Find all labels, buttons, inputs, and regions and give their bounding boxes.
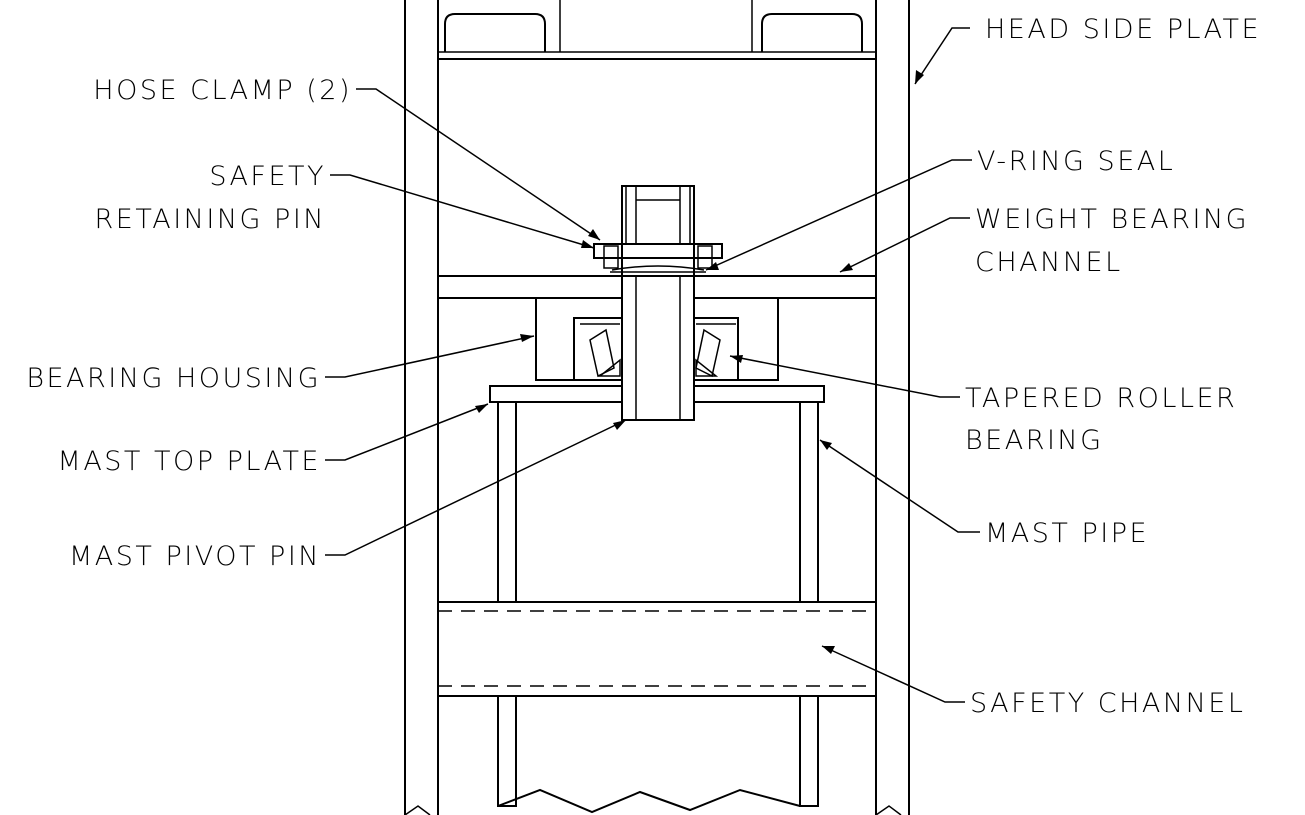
label-weight-bearing-channel-line2: CHANNEL	[975, 247, 1123, 278]
label-bearing-housing: BEARING HOUSING	[26, 363, 321, 394]
label-v-ring-seal: V-RING SEAL	[977, 146, 1175, 177]
mast-top-plate	[489, 385, 825, 403]
label-mast-top-plate: MAST TOP PLATE	[58, 446, 321, 477]
weight-bearing-channel	[437, 275, 877, 299]
label-safety-channel: SAFETY CHANNEL	[970, 688, 1245, 719]
label-safety-retaining-pin-line2: RETAINING PIN	[95, 204, 326, 235]
label-tapered-roller-bearing-line1: TAPERED ROLLER	[965, 383, 1237, 414]
hose-clamp-and-seal	[593, 243, 723, 273]
mast-pipe	[497, 401, 819, 814]
label-mast-pipe: MAST PIPE	[985, 518, 1149, 549]
label-head-side-plate: HEAD SIDE PLATE	[985, 14, 1261, 45]
tapered-roller-bearing	[580, 323, 736, 378]
head-side-plate	[404, 0, 910, 815]
label-safety-retaining-pin-line1: SAFETY	[209, 161, 326, 192]
label-hose-clamp: HOSE CLAMP (2)	[93, 75, 352, 106]
label-weight-bearing-channel-line1: WEIGHT BEARING	[975, 204, 1249, 235]
bearing-housing	[535, 297, 779, 381]
leader-lines	[325, 27, 980, 703]
label-mast-pivot-pin: MAST PIVOT PIN	[69, 541, 321, 572]
label-tapered-roller-bearing-line2: BEARING	[965, 425, 1104, 456]
mast-pivot-pin	[621, 185, 695, 421]
safety-channel	[438, 601, 876, 697]
